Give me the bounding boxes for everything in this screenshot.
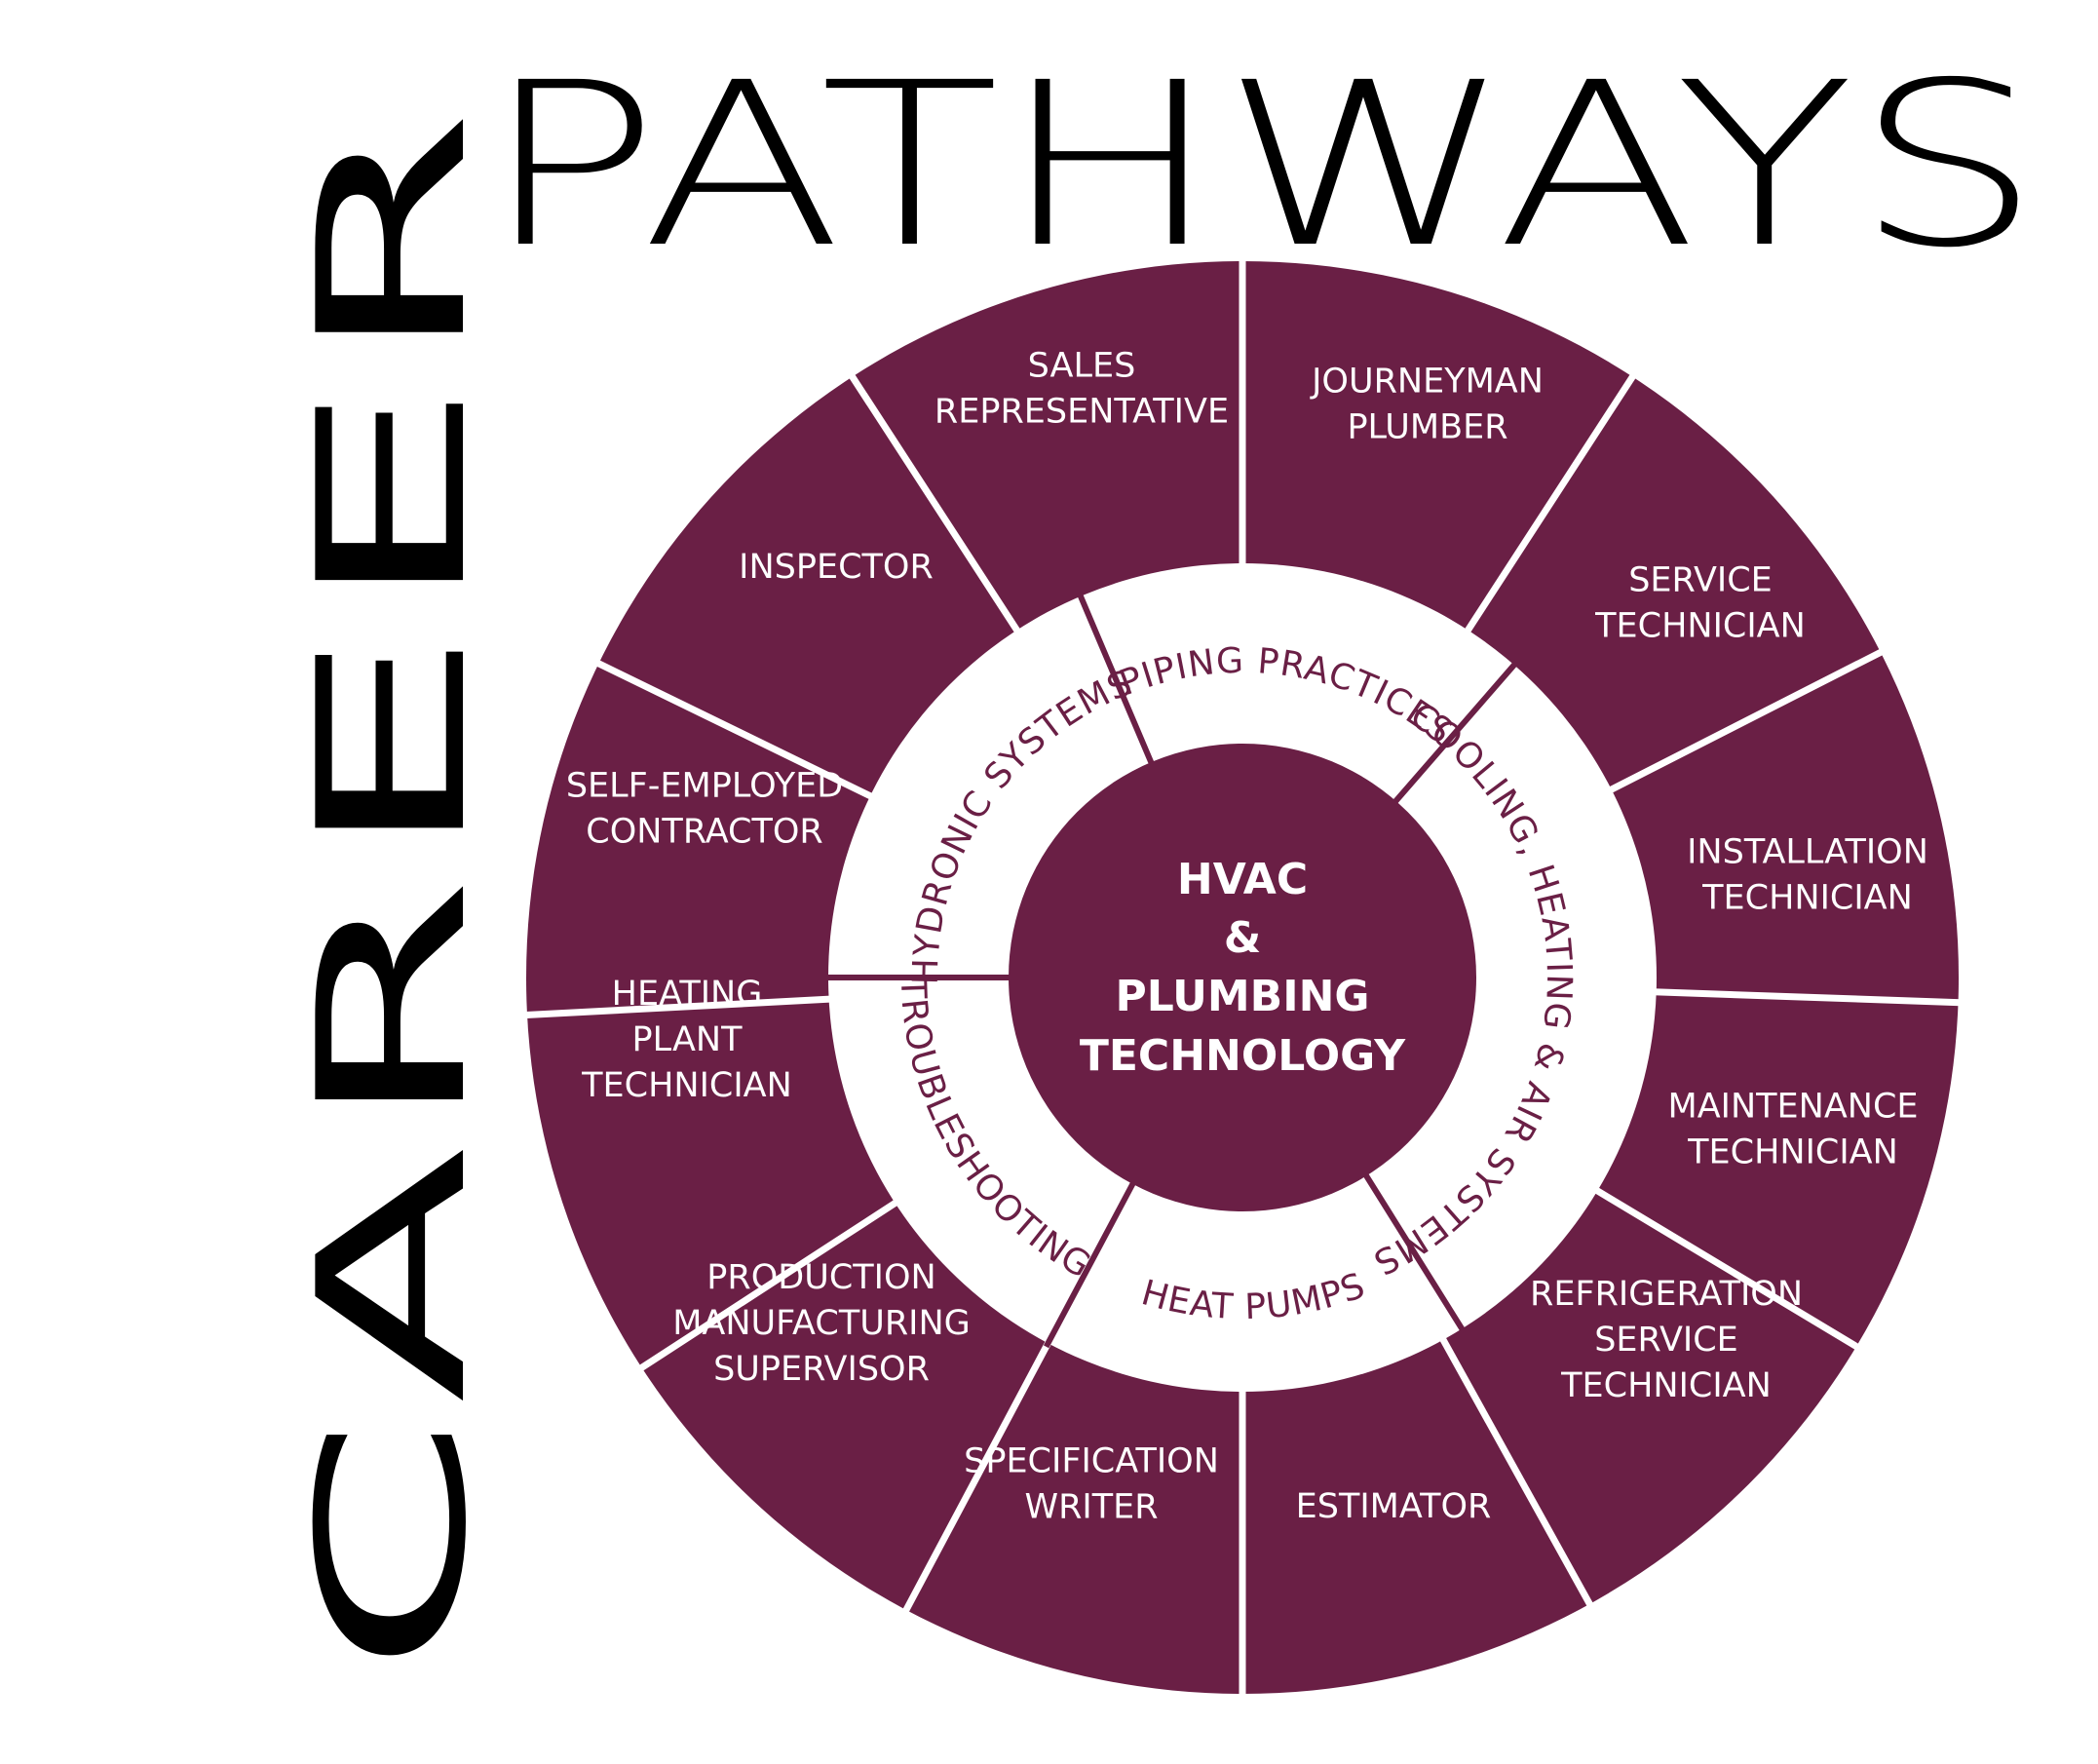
career-divider-line	[846, 369, 1023, 637]
center-title-line: &	[1224, 913, 1261, 963]
career-label-specification-writer: WRITER	[1024, 1488, 1158, 1527]
career-divider-line	[1590, 1184, 1863, 1353]
skill-divider-line	[1043, 1178, 1137, 1349]
career-label-maintenance-technician: MAINTENANCE	[1668, 1088, 1919, 1127]
skill-divider-line	[1391, 660, 1519, 806]
career-divider-line	[1437, 1332, 1596, 1611]
center-title-line: TECHNOLOGY	[1080, 1031, 1406, 1081]
career-label-journeyman-plumber: PLUMBER	[1347, 408, 1507, 447]
career-label-service-technician: TECHNICIAN	[1594, 607, 1806, 646]
career-divider-line	[591, 658, 877, 802]
career-label-maintenance-technician: TECHNICIAN	[1687, 1133, 1898, 1172]
career-label-estimator: ESTIMATOR	[1296, 1487, 1492, 1526]
career-label-production-manufacturing-supervisor: PRODUCTION	[706, 1258, 935, 1297]
career-label-service-technician: SERVICE	[1628, 561, 1773, 600]
skill-divider-line	[1076, 591, 1156, 767]
career-label-inspector: INSPECTOR	[739, 548, 934, 587]
career-label-sales-representative: REPRESENTATIVE	[935, 393, 1229, 432]
career-divider-line	[520, 995, 835, 1019]
career-divider-line	[634, 1197, 902, 1374]
career-label-production-manufacturing-supervisor: SUPERVISOR	[713, 1350, 930, 1389]
career-label-refrigeration-service-technician: SERVICE	[1594, 1321, 1738, 1360]
career-label-sales-representative: SALES	[1028, 347, 1136, 386]
career-divider-line	[1650, 988, 1964, 1007]
career-title: CAREER	[276, 97, 512, 1676]
skill-divider-line	[1361, 1170, 1467, 1334]
career-divider-line	[1462, 369, 1639, 637]
center-title-line: HVAC	[1177, 855, 1308, 904]
career-label-refrigeration-service-technician: REFRIGERATION	[1530, 1275, 1803, 1314]
career-divider-line	[1604, 646, 1888, 795]
career-label-production-manufacturing-supervisor: MANUFACTURING	[672, 1304, 971, 1343]
center-title-line: PLUMBING	[1115, 972, 1369, 1021]
career-label-heating-plant-technician: PLANT	[632, 1020, 744, 1059]
career-label-journeyman-plumber: JOURNEYMAN	[1310, 363, 1544, 402]
career-label-refrigeration-service-technician: TECHNICIAN	[1560, 1366, 1772, 1405]
career-label-heating-plant-technician: HEATING	[612, 975, 763, 1014]
pathways-title: PATHWAYS	[482, 34, 2041, 297]
career-label-installation-technician: INSTALLATION	[1687, 833, 1928, 872]
career-label-installation-technician: TECHNICIAN	[1701, 879, 1913, 918]
career-divider-line	[900, 1336, 1054, 1617]
career-label-specification-writer: SPECIFICATION	[964, 1442, 1219, 1481]
career-label-heating-plant-technician: TECHNICIAN	[581, 1066, 792, 1105]
career-label-self-employed-contractor: CONTRACTOR	[586, 813, 822, 852]
center-circle	[1009, 744, 1476, 1211]
career-label-self-employed-contractor: SELF-EMPLOYED	[566, 767, 843, 806]
